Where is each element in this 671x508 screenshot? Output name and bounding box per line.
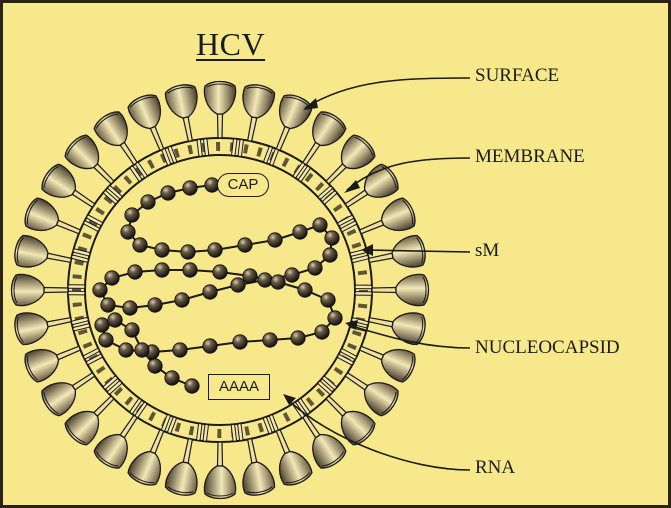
rna-bead	[173, 343, 187, 357]
rna-bead	[291, 331, 305, 345]
membrane-protein	[71, 249, 90, 263]
rna-bead	[231, 278, 245, 292]
rna-bead	[108, 313, 122, 327]
rna-bead	[181, 245, 195, 259]
sm-leader-line	[365, 250, 470, 252]
surface-spike	[204, 82, 235, 139]
rna-bead	[183, 181, 197, 195]
rna-bead	[293, 225, 307, 239]
rna-bead	[308, 261, 322, 275]
rna-bead	[263, 333, 277, 347]
rna-label: RNA	[475, 457, 515, 479]
rna-bead	[258, 273, 272, 287]
rna-bead	[133, 238, 147, 252]
membrane-protein	[71, 317, 90, 331]
rna-bead	[123, 301, 137, 315]
rna-bead	[271, 275, 285, 289]
rna-bead	[155, 243, 169, 257]
rna-bead	[155, 263, 169, 277]
rna-bead	[208, 243, 222, 257]
rna-bead	[213, 265, 227, 279]
rna-bead	[105, 271, 119, 285]
membrane-protein	[197, 423, 209, 441]
surface-spike	[164, 82, 206, 143]
rna-bead	[93, 283, 107, 297]
sm-label: sM	[475, 240, 499, 262]
rna-bead	[285, 268, 299, 282]
rna-bead	[125, 208, 139, 222]
surface-spike	[372, 274, 429, 305]
rna-bead	[328, 311, 342, 325]
rna-bead	[268, 233, 282, 247]
surface-spike	[164, 436, 206, 497]
rna-bead	[165, 371, 179, 385]
surface-leader-line	[305, 78, 470, 108]
rna-bead	[101, 298, 115, 312]
surface-spike	[12, 234, 73, 276]
rna-bead	[121, 225, 135, 239]
nucleocapsid-arrowhead	[345, 320, 358, 330]
rna-bead	[238, 238, 252, 252]
rna-nucleocapsid-strand	[93, 178, 342, 393]
surface-spike	[366, 304, 427, 346]
rna-bead	[175, 293, 189, 307]
rna-bead	[119, 343, 133, 357]
membrane-protein	[231, 423, 243, 441]
membrane-label: MEMBRANE	[475, 146, 585, 168]
surface-spike	[204, 442, 235, 499]
membrane-protein	[231, 139, 243, 157]
rna-bead	[148, 359, 162, 373]
poly-a-tail-tag: AAAA	[208, 374, 270, 400]
surface-spike	[12, 274, 69, 305]
rna-bead	[128, 265, 142, 279]
rna-bead	[298, 283, 312, 297]
rna-bead	[323, 248, 337, 262]
rna-bead	[313, 218, 327, 232]
nucleocapsid-label: NUCLEOCAPSID	[475, 337, 620, 359]
rna-bead	[125, 323, 139, 337]
rna-bead	[148, 298, 162, 312]
surface-spike	[366, 234, 427, 276]
rna-bead	[183, 263, 197, 277]
surface-spike	[234, 82, 276, 143]
surface-spike	[12, 304, 73, 346]
rna-bead	[185, 379, 199, 393]
rna-bead	[135, 343, 149, 357]
rna-bead	[161, 186, 175, 200]
rna-bead	[95, 318, 109, 332]
cap-tag: CAP	[217, 173, 269, 197]
surface-spike	[234, 436, 276, 497]
rna-bead	[325, 231, 339, 245]
rna-bead	[321, 293, 335, 307]
rna-bead	[99, 333, 113, 347]
rna-bead	[203, 285, 217, 299]
rna-bead	[203, 339, 217, 353]
rna-bead	[243, 269, 257, 283]
rna-bead	[233, 335, 247, 349]
rna-bead	[315, 325, 329, 339]
surface-label: SURFACE	[475, 65, 559, 87]
diagram-title: HCV	[196, 26, 265, 63]
rna-bead	[141, 195, 155, 209]
